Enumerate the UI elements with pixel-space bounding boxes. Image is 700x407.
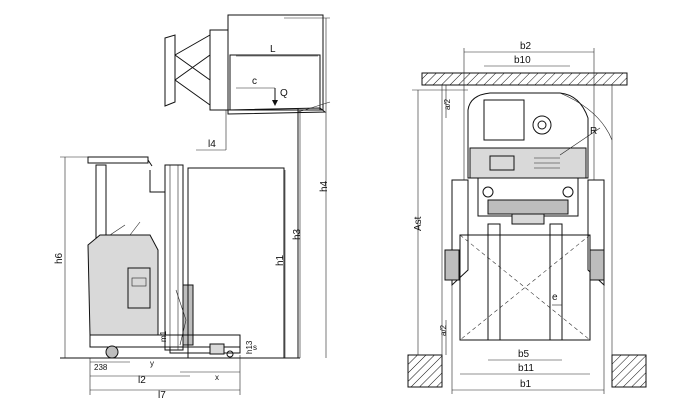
label-h13: h13 xyxy=(245,340,254,354)
floor-hatch-left xyxy=(407,354,443,388)
fork-arm xyxy=(169,346,241,354)
label-a2-top: a/2 xyxy=(443,98,452,110)
mast xyxy=(164,164,184,351)
pallet-outline xyxy=(459,234,591,341)
load-wheel-left xyxy=(444,249,460,281)
radius-arc xyxy=(559,92,613,141)
label-x: x xyxy=(215,373,219,382)
control-lever xyxy=(109,224,126,236)
label-b11: b11 xyxy=(518,363,534,374)
load-wheel-right xyxy=(589,249,605,281)
control-panel xyxy=(469,147,587,179)
raised-fork xyxy=(227,107,327,115)
control-lever-2 xyxy=(129,221,141,236)
label-Ast: Ast xyxy=(413,216,424,231)
load-outline xyxy=(187,167,285,359)
roller-right xyxy=(562,186,574,198)
load-arrowhead xyxy=(272,100,278,106)
raised-carriage xyxy=(209,29,229,111)
drive-wheel xyxy=(105,345,119,359)
gauge xyxy=(532,115,552,135)
label-y: y xyxy=(150,359,154,368)
handle-slot xyxy=(131,277,147,287)
roof-edge xyxy=(147,159,153,167)
load-wheel xyxy=(226,350,234,358)
label-L: L xyxy=(270,44,276,55)
gauge-inner xyxy=(537,120,547,130)
front-view: b2 b10 a/2 R Ast e a/2 b5 b11 b1 xyxy=(407,41,647,394)
label-238: 238 xyxy=(94,363,108,372)
label-l7: l7 xyxy=(158,390,166,401)
label-l4: l4 xyxy=(208,139,216,150)
label-h4: h4 xyxy=(319,180,330,192)
carriage-plate xyxy=(511,213,545,225)
label-b10: b10 xyxy=(514,55,531,66)
fork-right xyxy=(549,223,563,341)
label-h1: h1 xyxy=(275,254,286,266)
label-h6: h6 xyxy=(54,252,65,264)
fork-left xyxy=(487,223,501,341)
mast-crossbar xyxy=(487,199,569,215)
overhead-guard-post xyxy=(95,164,107,246)
mast-bracket xyxy=(149,170,165,193)
load-wheel-housing xyxy=(209,343,225,355)
radius-line xyxy=(559,127,601,156)
label-l2: l2 xyxy=(138,375,146,386)
roller-left xyxy=(482,186,494,198)
chassis-body xyxy=(87,234,159,336)
label-R: R xyxy=(590,126,597,137)
scissor-arms xyxy=(174,34,211,106)
label-b5: b5 xyxy=(518,349,530,360)
label-b2: b2 xyxy=(520,41,532,52)
tilt-line xyxy=(297,101,331,113)
cabin-window xyxy=(483,99,525,141)
label-c: c xyxy=(252,76,257,87)
overhead-guard-roof xyxy=(87,156,149,164)
label-e: e xyxy=(552,292,558,303)
label-h3: h3 xyxy=(292,228,303,240)
label-m1: m1 xyxy=(159,330,168,342)
label-a2-bottom: a/2 xyxy=(439,324,448,336)
battery-door xyxy=(127,267,151,309)
base-frame xyxy=(89,334,241,348)
label-b1: b1 xyxy=(520,379,532,390)
side-view: L c Q l4 h4 h3 h1 h6 m1 h13 s y x 238 l2… xyxy=(54,14,331,401)
carriage-link xyxy=(175,289,187,346)
raised-mast xyxy=(164,34,176,107)
floor-hatch-right xyxy=(611,354,647,388)
display xyxy=(489,155,515,171)
label-s: s xyxy=(253,343,257,352)
raised-load-inner xyxy=(229,54,321,111)
label-Q: Q xyxy=(280,88,288,99)
ceiling-hatch xyxy=(421,72,628,86)
